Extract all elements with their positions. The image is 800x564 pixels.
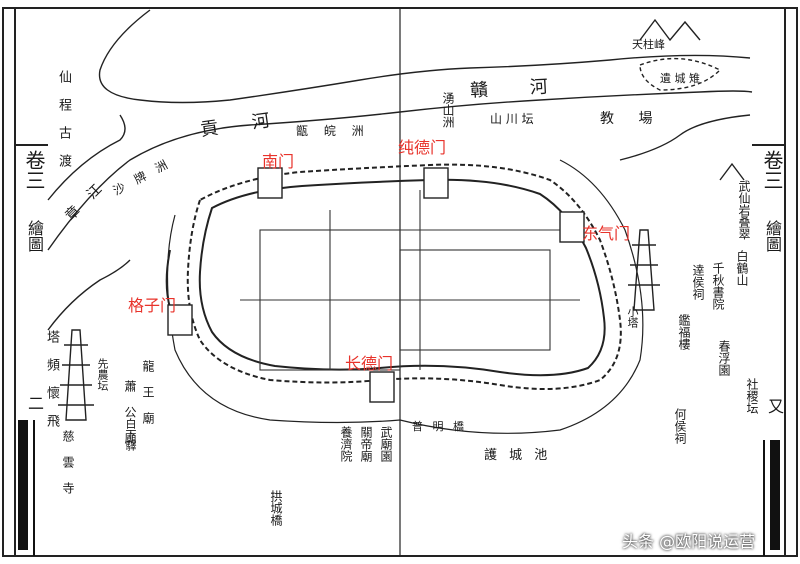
label-tianzhu-peak: 天柱峰 <box>632 38 665 51</box>
label-puji-qiao: 普 明 橋 <box>412 420 467 433</box>
label-jianfu-lou: 鑑福樓 <box>677 314 691 350</box>
gate-east <box>559 211 585 243</box>
label-hucheng-chi: 護 城 池 <box>484 448 552 463</box>
section-label-left: 繪圖 <box>25 220 44 252</box>
label-hehou-ci: 何侯祠 <box>673 408 687 444</box>
gate-south <box>369 371 395 403</box>
moat <box>166 159 644 434</box>
label-gongcheng-qiao: 拱城橋 <box>269 490 283 526</box>
gate-label-north-left: 南门 <box>262 152 295 171</box>
mountain-icon <box>639 18 745 181</box>
pagoda-left-icon <box>58 329 94 421</box>
label-tower-left: 塔 頻 懷 飛 <box>44 330 59 427</box>
gate-label-west: 格子门 <box>128 296 177 315</box>
label-daohou-ci: 逹侯祠 <box>691 264 705 300</box>
gan-river-north-bank <box>98 9 751 104</box>
volume-label-right: 卷三 <box>760 150 784 190</box>
label-sheji-tan: 社稷坛 <box>745 378 759 414</box>
label-yongshan-zhou: 湧山洲 <box>441 92 455 128</box>
gate-label-east: 东气门 <box>582 224 631 243</box>
label-yijiao: 遺 城 雉 <box>660 72 700 85</box>
right-black-bar <box>770 440 780 550</box>
label-guandi-miao: 關帝廟 <box>359 426 373 462</box>
label-jiaochang: 教 場 <box>600 111 663 127</box>
gan-river-label: 贛 河 <box>469 75 567 102</box>
label-longwang-miao: 龍 王 廟 <box>141 360 155 424</box>
yijiao-wall <box>639 57 722 91</box>
label-zhizheng-si: 慈 雲 寺 <box>61 430 75 494</box>
left-black-bar <box>18 420 28 550</box>
label-wuxian-yan: 武仙岩叠翠 <box>737 180 751 240</box>
pagoda-right-icon <box>628 229 660 311</box>
rivers <box>47 9 753 331</box>
city-wall <box>165 163 622 390</box>
label-zhangui-zhou: 甑 皖 洲 <box>296 124 370 138</box>
label-baihe-shan: 白鶴山 <box>735 250 749 286</box>
page-number-right: 又 <box>765 398 784 414</box>
label-chunfu-yuan: 春浮園 <box>717 340 731 376</box>
label-xianzu-ferry: 仙 程 古 渡 <box>56 70 71 167</box>
page-number-left: 二 <box>25 395 44 411</box>
section-label-right: 繪圖 <box>763 220 782 252</box>
gate-west <box>167 304 193 336</box>
label-yangji-yuan: 養濟院 <box>339 426 353 462</box>
label-baixia: 白下驛 <box>124 418 137 451</box>
gate-towers <box>167 167 585 403</box>
gate-label-north-center: 纯德门 <box>398 138 447 157</box>
gate-north-center <box>423 167 449 199</box>
label-shan-chuan-tan: 山 川 坛 <box>490 112 534 126</box>
label-qianqiu-shuyuan: 千秋書院 <box>711 262 725 310</box>
label-xiaota: 小塔 <box>626 306 639 328</box>
label-wumiao-yuan: 武廟園 <box>379 426 393 462</box>
watermark: 头条 @欧阳说运营 <box>622 532 756 551</box>
volume-label-left: 卷三 <box>22 150 46 190</box>
gan-river-south-bank <box>47 90 753 251</box>
label-xiannong-tan: 先農坛 <box>96 358 109 391</box>
label-xiaoyan-ju: 蕭 公 廟 <box>123 380 137 444</box>
gate-label-south: 长德门 <box>345 354 394 373</box>
streets <box>240 190 580 371</box>
gate-north-west <box>257 167 283 199</box>
